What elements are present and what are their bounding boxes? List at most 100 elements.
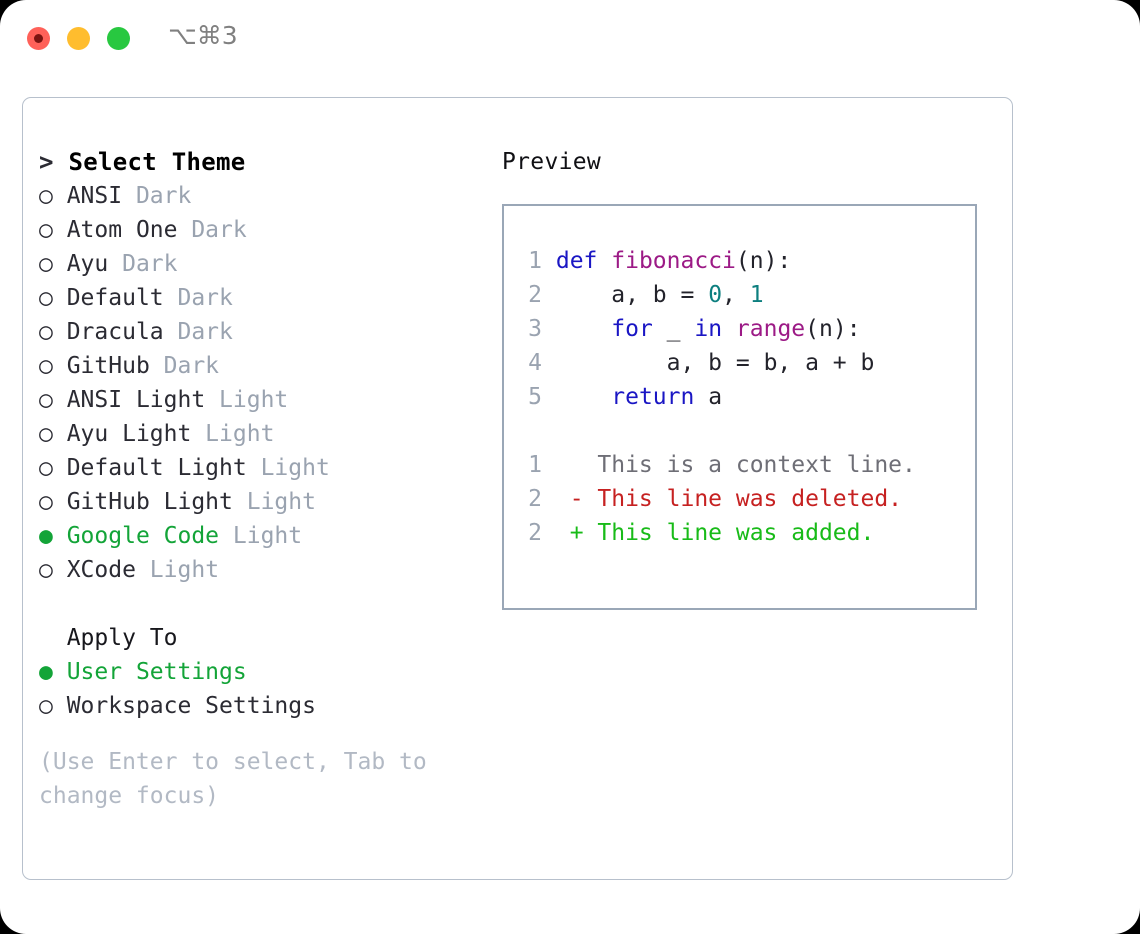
code-token: in <box>694 316 723 342</box>
line-number: 2 <box>528 520 542 546</box>
theme-name: Dracula <box>66 319 164 345</box>
theme-list-item[interactable]: ○ GitHub Light Light <box>39 485 479 519</box>
theme-variant-badge: Dark <box>108 251 178 277</box>
close-icon <box>34 34 43 43</box>
line-number: 2 <box>528 282 542 308</box>
theme-variant-badge: Light <box>191 421 275 447</box>
apply-to-option-label: Workspace Settings <box>66 693 316 719</box>
line-number: 4 <box>528 350 542 376</box>
radio-unselected-icon: ○ <box>39 353 67 379</box>
code-token: _ <box>652 316 695 342</box>
code-token <box>556 384 611 410</box>
theme-selector-column: > Select Theme ○ ANSI Dark○ Atom One Dar… <box>39 145 479 813</box>
theme-list-item[interactable]: ○ Default Dark <box>39 281 479 315</box>
theme-name: Atom One <box>66 217 178 243</box>
theme-name: Default <box>66 285 164 311</box>
apply-to-label: Apply To <box>66 625 178 651</box>
code-line: 3 for _ in range(n): <box>522 312 967 346</box>
line-number: 1 <box>528 248 542 274</box>
section-spacer <box>39 587 479 621</box>
select-theme-heading: > Select Theme <box>39 145 479 179</box>
theme-name: ANSI <box>66 183 123 209</box>
code-token: (n): <box>735 248 792 274</box>
title-bar: ⌥⌘3 <box>0 0 1140 78</box>
theme-variant-badge: Light <box>232 489 316 515</box>
code-token: range <box>735 316 806 342</box>
apply-to-list: ● User Settings○ Workspace Settings <box>39 655 479 723</box>
code-line: 1 def fibonacci(n): <box>522 244 967 278</box>
code-token: a <box>694 384 723 410</box>
radio-unselected-icon: ○ <box>39 455 67 481</box>
gutter-gap <box>542 316 556 342</box>
maximize-window-button[interactable] <box>107 27 130 50</box>
keyboard-hint-text: (Use Enter to select, Tab to change focu… <box>39 749 441 809</box>
code-token: 1 <box>749 282 764 308</box>
code-token: a, b = b, a + b <box>555 350 875 376</box>
theme-list-item[interactable]: ○ Atom One Dark <box>39 213 479 247</box>
content-panel: > Select Theme ○ ANSI Dark○ Atom One Dar… <box>22 97 1013 880</box>
theme-list-item[interactable]: ○ ANSI Light Light <box>39 383 479 417</box>
theme-name: Ayu <box>66 251 109 277</box>
code-line: 2 a, b = 0, 1 <box>522 278 967 312</box>
diff-line: 2 + This line was added. <box>522 516 967 550</box>
theme-list-item[interactable]: ○ ANSI Dark <box>39 179 479 213</box>
gutter-gap <box>542 248 556 274</box>
code-line: 5 return a <box>522 380 967 414</box>
gutter-gap <box>542 350 556 376</box>
theme-list-item[interactable]: ○ XCode Light <box>39 553 479 587</box>
page-title: Select Theme <box>68 148 246 176</box>
theme-variant-badge: Light <box>219 523 303 549</box>
radio-unselected-icon: ○ <box>39 251 67 277</box>
code-token <box>556 316 611 342</box>
theme-variant-badge: Dark <box>149 353 220 379</box>
diff-text: + This line was added. <box>542 520 875 546</box>
code-token: return <box>611 384 695 410</box>
preview-heading: Preview <box>502 149 602 175</box>
code-token: 0 <box>708 282 723 308</box>
theme-list-item[interactable]: ○ Ayu Light Light <box>39 417 479 451</box>
diff-line: 1 This is a context line. <box>522 448 967 482</box>
apply-to-item[interactable]: ● User Settings <box>39 655 479 689</box>
radio-selected-icon: ● <box>39 659 67 685</box>
radio-unselected-icon: ○ <box>39 217 67 243</box>
theme-name: ANSI Light <box>66 387 206 413</box>
minimize-window-button[interactable] <box>67 27 90 50</box>
theme-name: Ayu Light <box>66 421 192 447</box>
line-number: 5 <box>528 384 542 410</box>
theme-list-item[interactable]: ○ GitHub Dark <box>39 349 479 383</box>
theme-name: GitHub Light <box>66 489 233 515</box>
radio-unselected-icon: ○ <box>39 285 67 311</box>
theme-variant-badge: Light <box>246 455 330 481</box>
theme-variant-badge: Dark <box>177 217 247 243</box>
radio-unselected-icon: ○ <box>39 489 67 515</box>
theme-name: GitHub <box>66 353 150 379</box>
theme-list-item[interactable]: ○ Default Light Light <box>39 451 479 485</box>
theme-name: Default Light <box>66 455 247 481</box>
theme-variant-badge: Light <box>135 557 220 583</box>
diff-text: - This line was deleted. <box>542 486 903 512</box>
line-number: 2 <box>528 486 542 512</box>
code-token: for <box>611 316 653 342</box>
preview-column: Preview 1 def fibonacci(n):2 a, b = 0, 1… <box>502 145 992 610</box>
diff-line: 2 - This line was deleted. <box>522 482 967 516</box>
gutter-gap <box>542 282 556 308</box>
line-number: 3 <box>528 316 542 342</box>
theme-variant-badge: Light <box>205 387 289 413</box>
radio-unselected-icon: ○ <box>39 183 67 209</box>
theme-list: ○ ANSI Dark○ Atom One Dark○ Ayu Dark○ De… <box>39 179 479 587</box>
radio-unselected-icon: ○ <box>39 421 67 447</box>
code-token <box>722 316 736 342</box>
gutter-gap <box>542 384 556 410</box>
theme-list-item[interactable]: ● Google Code Light <box>39 519 479 553</box>
theme-list-item[interactable]: ○ Ayu Dark <box>39 247 479 281</box>
theme-list-item[interactable]: ○ Dracula Dark <box>39 315 479 349</box>
theme-variant-badge: Dark <box>122 183 192 209</box>
code-token: a, b = <box>555 282 709 308</box>
apply-to-item[interactable]: ○ Workspace Settings <box>39 689 479 723</box>
radio-unselected-icon: ○ <box>39 387 67 413</box>
theme-name: Google Code <box>66 523 220 549</box>
code-token: def <box>555 248 598 274</box>
